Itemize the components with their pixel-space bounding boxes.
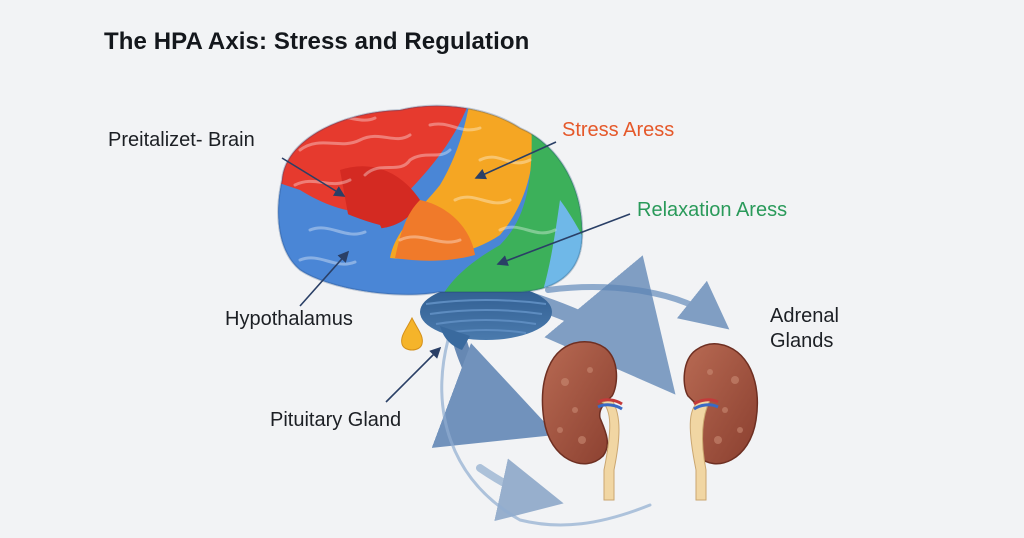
leader-lines	[281, 141, 631, 403]
leader-relaxation	[496, 213, 631, 266]
label-hypothalamus: Hypothalamus	[225, 308, 353, 330]
arrow-to-left-kidney	[431, 328, 557, 448]
diagram-title: The HPA Axis: Stress and Regulation	[104, 28, 530, 55]
label-relaxation-areas: Relaxation Aress	[637, 199, 788, 221]
cerebellum	[420, 284, 552, 350]
label-prefrontal-brain: Preitalizet- Brain	[108, 129, 255, 151]
label-stress-areas: Stress Aress	[562, 119, 675, 141]
label-pituitary-gland: Pituitary Gland	[270, 409, 402, 431]
leader-pituitary	[385, 346, 442, 403]
label-adrenal-line1: Adrenal	[770, 305, 839, 327]
leader-prefrontal	[281, 157, 346, 197]
leader-hypothalamus	[299, 250, 350, 307]
kidney-illustration-right	[683, 343, 759, 501]
arrow-lower	[476, 458, 564, 522]
circulation-loop	[440, 338, 652, 527]
leader-stress	[474, 141, 557, 180]
label-adrenal-line2: Glands	[770, 330, 834, 352]
kidney-illustration-left	[541, 341, 623, 501]
label-adrenal-glands: Adrenal Glands	[770, 304, 839, 354]
hormone-droplet-icon	[401, 316, 423, 351]
